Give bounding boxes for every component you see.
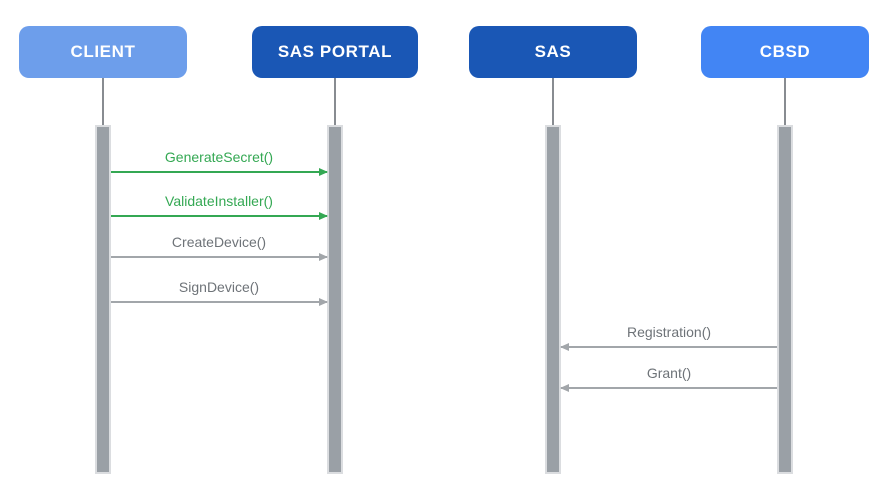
- sas-portal-activation-bar: [327, 125, 343, 474]
- arrowhead-icon: [319, 252, 328, 261]
- message-create-device-label: CreateDevice(): [171, 234, 267, 250]
- actor-sas-portal-label: SAS PORTAL: [277, 42, 393, 61]
- actor-client-label: CLIENT: [70, 42, 136, 61]
- arrow-right-icon: [111, 297, 328, 306]
- message-sign-device: SignDevice(): [111, 278, 328, 306]
- message-registration: Registration(): [560, 323, 777, 351]
- client-lifeline: [102, 78, 104, 125]
- message-validate-installer: ValidateInstaller(): [111, 192, 328, 220]
- message-sign-device-label: SignDevice(): [178, 279, 260, 295]
- actor-cbsd-label: CBSD: [759, 42, 811, 61]
- message-generate-secret: GenerateSecret(): [111, 148, 328, 176]
- message-create-device: CreateDevice(): [111, 233, 328, 261]
- arrowhead-icon: [560, 383, 569, 392]
- actor-sas-label: SAS: [534, 42, 572, 61]
- arrow-right-icon: [111, 168, 328, 176]
- arrow-left-icon: [560, 342, 777, 351]
- arrowhead-icon: [319, 297, 328, 306]
- cbsd-activation-bar: [777, 125, 793, 474]
- actor-sas-box: SAS: [469, 26, 637, 78]
- actor-cbsd-box: CBSD: [701, 26, 869, 78]
- message-grant: Grant(): [560, 364, 777, 392]
- arrowhead-icon: [560, 342, 569, 351]
- sas-lifeline: [552, 78, 554, 125]
- message-grant-label: Grant(): [646, 365, 692, 381]
- arrow-left-icon: [560, 383, 777, 392]
- actor-sas-portal-box: SAS PORTAL: [252, 26, 418, 78]
- message-generate-secret-label: GenerateSecret(): [164, 149, 274, 165]
- message-registration-label: Registration(): [626, 324, 712, 340]
- actor-client-box: CLIENT: [19, 26, 187, 78]
- arrow-right-icon: [111, 212, 328, 220]
- cbsd-lifeline: [784, 78, 786, 125]
- sas-portal-lifeline: [334, 78, 336, 125]
- arrowhead-icon: [319, 168, 328, 176]
- sas-activation-bar: [545, 125, 561, 474]
- client-activation-bar: [95, 125, 111, 474]
- arrow-right-icon: [111, 252, 328, 261]
- message-validate-installer-label: ValidateInstaller(): [165, 193, 273, 209]
- arrowhead-icon: [319, 212, 328, 220]
